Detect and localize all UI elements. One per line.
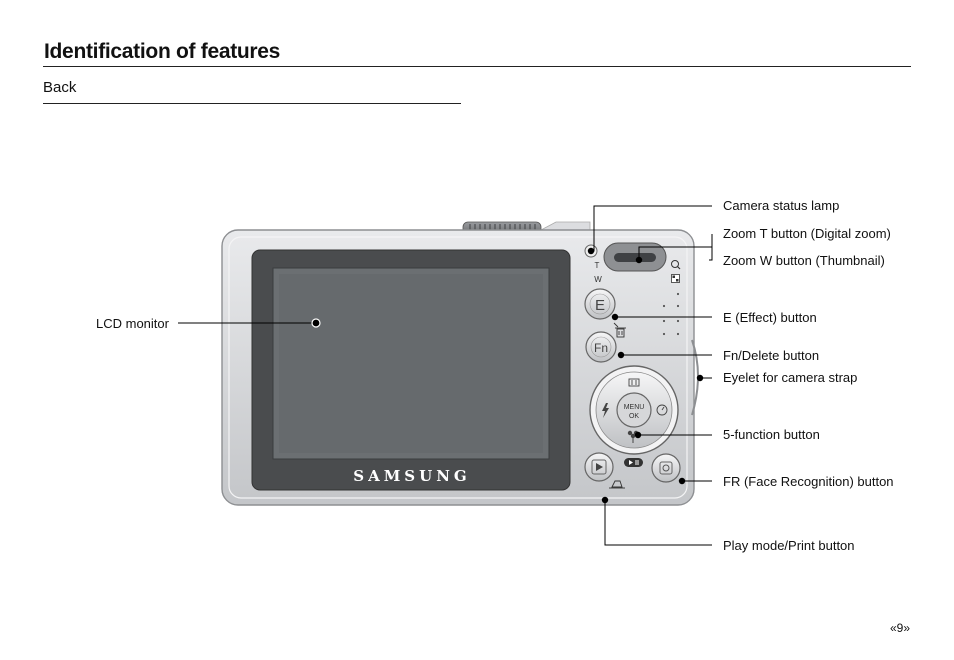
section-heading: Back: [43, 79, 77, 96]
display-icon: [628, 378, 640, 387]
svg-text:W: W: [594, 275, 602, 284]
svg-text:E: E: [595, 297, 605, 314]
callout-dots: [587, 247, 704, 504]
fn-delete-button: Fn: [585, 331, 617, 363]
thumbnail-icon: [671, 274, 680, 283]
title-divider: [43, 66, 911, 67]
label-zoom-t-button: Zoom T button (Digital zoom): [723, 226, 891, 241]
label-e-effect-button: E (Effect) button: [723, 310, 817, 325]
label-play-mode-button: Play mode/Print button: [723, 538, 855, 553]
label-lcd-monitor: LCD monitor: [96, 316, 169, 331]
flash-icon: [602, 403, 609, 418]
label-eyelet: Eyelet for camera strap: [723, 370, 858, 385]
play-pause-icon: [624, 458, 643, 467]
svg-text:T: T: [595, 261, 600, 270]
print-icon: [609, 480, 625, 489]
fr-face-recognition-button: [651, 453, 681, 483]
svg-text:MENU: MENU: [624, 404, 645, 411]
e-effect-button: E: [584, 288, 616, 320]
callout-lines: [178, 205, 713, 546]
self-timer-icon: [656, 404, 668, 416]
label-zoom-w-button: Zoom W button (Thumbnail): [723, 253, 885, 268]
page-number: «9»: [889, 621, 910, 635]
magnifier-icon: [671, 260, 681, 270]
label-five-function-button: 5-function button: [723, 427, 820, 442]
svg-text:OK: OK: [629, 413, 639, 420]
label-fn-delete-button: Fn/Delete button: [723, 348, 820, 363]
label-camera-status-lamp: Camera status lamp: [723, 198, 840, 213]
play-mode-button: [584, 452, 614, 482]
label-fr-button: FR (Face Recognition) button: [723, 474, 894, 489]
trash-icon: [613, 322, 626, 338]
lcd-callout-dot: [311, 318, 321, 328]
five-function-pad: MENU OK: [589, 365, 679, 455]
section-divider: [43, 103, 461, 104]
speaker-holes: [662, 292, 680, 336]
page-title: Identification of features: [44, 40, 281, 63]
brand-logo: SAMSUNG: [353, 467, 471, 485]
svg-text:Fn: Fn: [594, 341, 608, 355]
